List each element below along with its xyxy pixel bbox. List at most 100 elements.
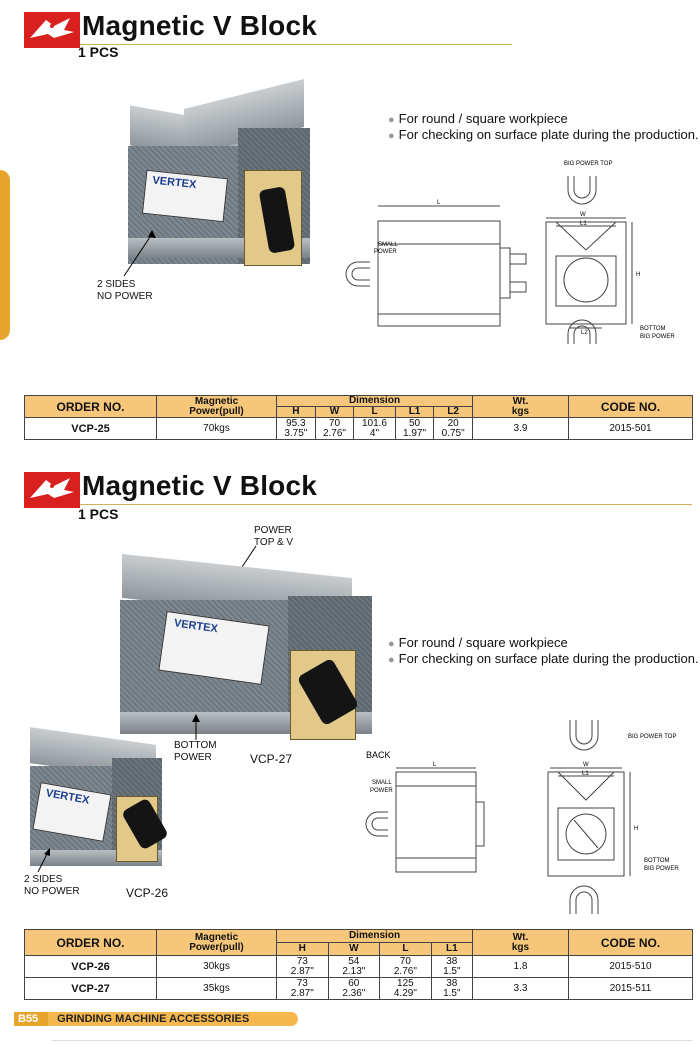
eagle-logo xyxy=(24,12,80,48)
eagle-logo-2 xyxy=(24,472,80,508)
th-magnetic-power-2: Magnetic Power(pull) xyxy=(156,929,277,956)
cell-code: 2015-510 xyxy=(568,955,693,978)
bullet-round-square-2: For round / square workpiece xyxy=(388,635,568,652)
cell-wt: 3.3 xyxy=(472,977,569,1000)
drawing-dim-W: W xyxy=(580,212,586,218)
drawing-dim-L1-2: L1 xyxy=(582,771,589,777)
drawing-big-power-top: BIG POWER TOP xyxy=(564,161,612,167)
th-dim-w: W xyxy=(314,406,355,418)
bullet-surface-plate: For checking on surface plate during the… xyxy=(388,127,699,144)
th-code-no-2: CODE NO. xyxy=(568,929,693,956)
drawing-small-2: SMALL xyxy=(372,780,392,786)
drawing-dim-L2: L2 xyxy=(581,330,588,336)
th-order-no-2: ORDER NO. xyxy=(24,929,157,956)
cell-order-no: VCP-27 xyxy=(24,977,157,1000)
drawing-big-power-2: BIG POWER xyxy=(644,866,679,872)
pcs-label: 1 PCS xyxy=(78,44,119,60)
th-wt-2: Wt. kgs xyxy=(472,929,569,956)
drawing-power-2: POWER xyxy=(370,788,393,794)
th-dim-h: H xyxy=(276,406,316,418)
cell-code: 2015-501 xyxy=(568,417,693,440)
footer-section-title: GRINDING MACHINE ACCESSORIES xyxy=(57,1013,250,1025)
brand-plate: VERTEX xyxy=(141,169,229,223)
cell-wt: 1.8 xyxy=(472,955,569,978)
product-photo-vcp27: VERTEX xyxy=(118,540,378,750)
side-tab-marker xyxy=(0,170,10,340)
cell-order-no: VCP-25 xyxy=(24,417,157,440)
th-code-no: CODE NO. xyxy=(568,395,693,418)
th-magnetic-power: Magnetic Power(pull) xyxy=(156,395,277,418)
th-dim-l: L xyxy=(353,406,396,418)
th-dim-l1: L1 xyxy=(394,406,435,418)
callout-bottom-line-1: BOTTOM xyxy=(174,740,217,751)
th-wt: Wt. kgs xyxy=(472,395,569,418)
th-dim-h-2: H xyxy=(276,942,329,956)
th-power-pull-2: Power(pull) xyxy=(189,941,244,953)
cell-power: 35kgs xyxy=(156,977,277,1000)
drawing-big-power-top-2: BIG POWER TOP xyxy=(628,734,676,740)
drawing-dim-W-2: W xyxy=(583,762,589,768)
drawing-dim-H-2: H xyxy=(634,826,638,832)
callout-arrow xyxy=(123,230,156,277)
page-title-2: Magnetic V Block xyxy=(82,470,318,501)
callout-sides-no-power-2: 2 SIDES NO POWER xyxy=(24,874,80,898)
drawing-dim-L1: L1 xyxy=(580,221,587,227)
callout-sides-line-2: NO POWER xyxy=(24,886,80,897)
th-dim-l-2: L xyxy=(379,942,432,956)
cell-code: 2015-511 xyxy=(568,977,693,1000)
th-wt-unit: kgs xyxy=(511,405,530,417)
th-wt-label-2: Wt. xyxy=(512,931,529,943)
th-dimension: Dimension xyxy=(276,395,473,407)
th-magnetic-2: Magnetic xyxy=(194,931,239,943)
th-dim-l1-2: L1 xyxy=(430,942,474,956)
callout-power-line-1: POWER xyxy=(254,525,292,536)
th-wt-label: Wt. xyxy=(512,395,529,407)
product-photo-vcp26: VERTEX xyxy=(28,726,188,876)
cell-order-no: VCP-26 xyxy=(24,955,157,978)
bullet-round-square: For round / square workpiece xyxy=(388,111,568,128)
callout-bottom-line-2: POWER xyxy=(174,752,212,763)
th-dim-w-2: W xyxy=(327,942,381,956)
callout-sides-line-1: 2 SIDES xyxy=(24,874,63,885)
th-magnetic: Magnetic xyxy=(194,395,239,407)
drawing-big-power: BIG POWER xyxy=(640,334,675,340)
drawing-power: POWER xyxy=(374,249,397,255)
drawing-dim-L-2: L xyxy=(433,762,437,768)
callout-bottom-power: BOTTOM POWER xyxy=(174,740,217,764)
technical-drawing-1: BIG POWER TOP L SMALL POWER W L1 H L2 BO… xyxy=(345,161,675,344)
bullet-surface-plate-2: For checking on surface plate during the… xyxy=(388,651,699,668)
cell-power: 30kgs xyxy=(156,955,277,978)
callout-sides-no-power: 2 SIDES NO POWER xyxy=(97,279,153,303)
cell-wt: 3.9 xyxy=(472,417,569,440)
product-photo-vcp25: VERTEX xyxy=(124,79,324,278)
cell-power: 70kgs xyxy=(156,417,277,440)
drawing-dim-H: H xyxy=(636,272,640,278)
drawing-bottom-2: BOTTOM xyxy=(644,858,670,864)
pcs-label-2: 1 PCS xyxy=(78,506,119,522)
model-label-vcp27: VCP-27 xyxy=(250,752,293,766)
th-order-no: ORDER NO. xyxy=(24,395,157,418)
callout-line-1: 2 SIDES xyxy=(97,279,136,290)
drawing-back: BACK xyxy=(366,750,391,760)
footer-page-number: B55 xyxy=(14,1012,48,1026)
footer-rule xyxy=(52,1040,692,1041)
callout-arrow-sides xyxy=(37,848,50,873)
th-wt-unit-2: kgs xyxy=(511,941,530,953)
drawing-small: SMALL xyxy=(378,242,398,248)
th-power-pull: Power(pull) xyxy=(189,405,244,417)
spec-table-1: ORDER NO. Magnetic Power(pull) Dimension… xyxy=(24,395,693,440)
title-rule xyxy=(80,44,512,45)
